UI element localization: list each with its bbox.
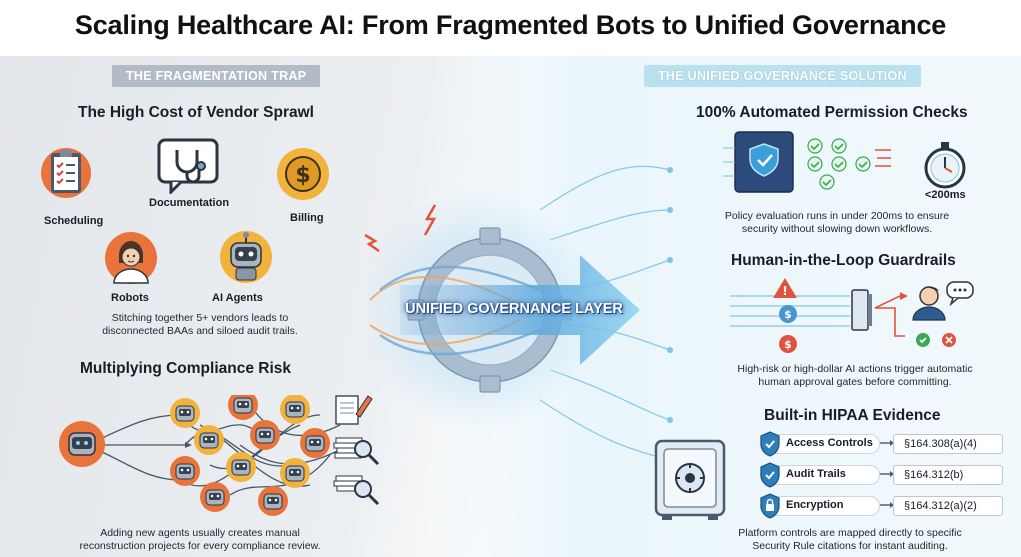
stethoscope-icon	[157, 138, 219, 194]
svg-text:$: $	[295, 163, 310, 188]
compliance-risk-description: Adding new agents usually creates manual…	[30, 527, 370, 553]
source-robot-icon	[59, 421, 105, 467]
magnifier-icon	[354, 440, 380, 466]
compliance-risk-description-line-2: reconstruction projects for every compli…	[79, 540, 321, 552]
fragmentation-section-label: THE FRAGMENTATION TRAP	[112, 65, 321, 87]
document-icon	[333, 395, 373, 492]
hipaa-heading: Built-in HIPAA Evidence	[764, 407, 941, 424]
encryption-label: Encryption	[786, 499, 844, 511]
scheduling-label: Scheduling	[44, 215, 104, 227]
permissions-description-line-2: security without slowing down workflows.	[741, 223, 933, 235]
citation-encryption: §164.312(a)(2)	[893, 496, 1003, 516]
doctor-avatar-icon	[105, 232, 157, 284]
shield-lock-icon	[760, 493, 780, 519]
guardrails-description: High-risk or high-dollar AI actions trig…	[705, 363, 1005, 389]
hipaa-description-line-2: Security Rule citations for instant audi…	[752, 540, 948, 552]
robots-label: Robots	[111, 292, 149, 304]
robot-icon	[220, 231, 272, 283]
hipaa-description-line-1: Platform controls are mapped directly to…	[738, 527, 962, 539]
compliance-risk-description-line-1: Adding new agents usually creates manual	[100, 527, 300, 539]
citation-audit-trails: §164.312(b)	[893, 465, 1003, 485]
agent-robot-cluster	[170, 395, 330, 516]
hub-label: UNIFIED GOVERNANCE LAYER	[405, 301, 623, 317]
shield-check-icon	[760, 431, 780, 457]
stopwatch-icon	[924, 142, 966, 189]
documentation-label: Documentation	[149, 197, 230, 209]
permission-check-illustration	[723, 131, 891, 193]
permissions-heading: 100% Automated Permission Checks	[696, 104, 968, 121]
vendor-sprawl-description: Stitching together 5+ vendors leads to d…	[50, 312, 350, 338]
hipaa-description: Platform controls are mapped directly to…	[705, 527, 995, 553]
ai-agents-label: AI Agents	[212, 292, 263, 304]
magnifier-icon-2	[354, 480, 380, 506]
compliance-risk-heading: Multiplying Compliance Risk	[80, 360, 291, 377]
connector-arrow-icon	[880, 440, 894, 446]
timer-label: <200ms	[925, 189, 966, 201]
vendor-sprawl-heading: The High Cost of Vendor Sprawl	[78, 104, 314, 121]
svg-text:$: $	[784, 308, 792, 321]
vendor-sprawl-description-line-2: disconnected BAAs and siloed audit trail…	[102, 325, 298, 337]
permissions-description-line-1: Policy evaluation runs in under 200ms to…	[724, 210, 950, 222]
audit-trails-label: Audit Trails	[786, 468, 846, 480]
svg-text:!: !	[782, 284, 787, 298]
permissions-description: Policy evaluation runs in under 200ms to…	[697, 210, 977, 236]
citation-access-controls: §164.308(a)(4)	[893, 434, 1003, 454]
dollar-coin-icon: $	[277, 148, 329, 200]
vault-icon	[654, 439, 726, 520]
governance-hub-illustration	[360, 165, 673, 463]
guardrail-illustration: ! $ $	[730, 278, 908, 353]
svg-text:$: $	[784, 338, 792, 351]
billing-label: Billing	[290, 212, 324, 224]
page-title: Scaling Healthcare AI: From Fragmented B…	[74, 10, 947, 40]
guardrails-heading: Human-in-the-Loop Guardrails	[731, 252, 956, 269]
access-controls-label: Access Controls	[786, 437, 873, 449]
guardrails-description-line-1: High-risk or high-dollar AI actions trig…	[737, 363, 973, 375]
shield-check-icon-2	[760, 462, 780, 488]
clipboard-icon	[41, 148, 91, 198]
vendor-sprawl-description-line-1: Stitching together 5+ vendors leads to	[111, 312, 289, 324]
guardrails-description-line-2: human approval gates before committing.	[758, 376, 952, 388]
connector-arrow-icon-2	[880, 471, 894, 477]
solution-section-label: THE UNIFIED GOVERNANCE SOLUTION	[644, 65, 921, 87]
connector-arrow-icon-3	[880, 502, 894, 508]
user-icon	[912, 286, 956, 347]
chat-bubble-icon	[946, 281, 974, 306]
